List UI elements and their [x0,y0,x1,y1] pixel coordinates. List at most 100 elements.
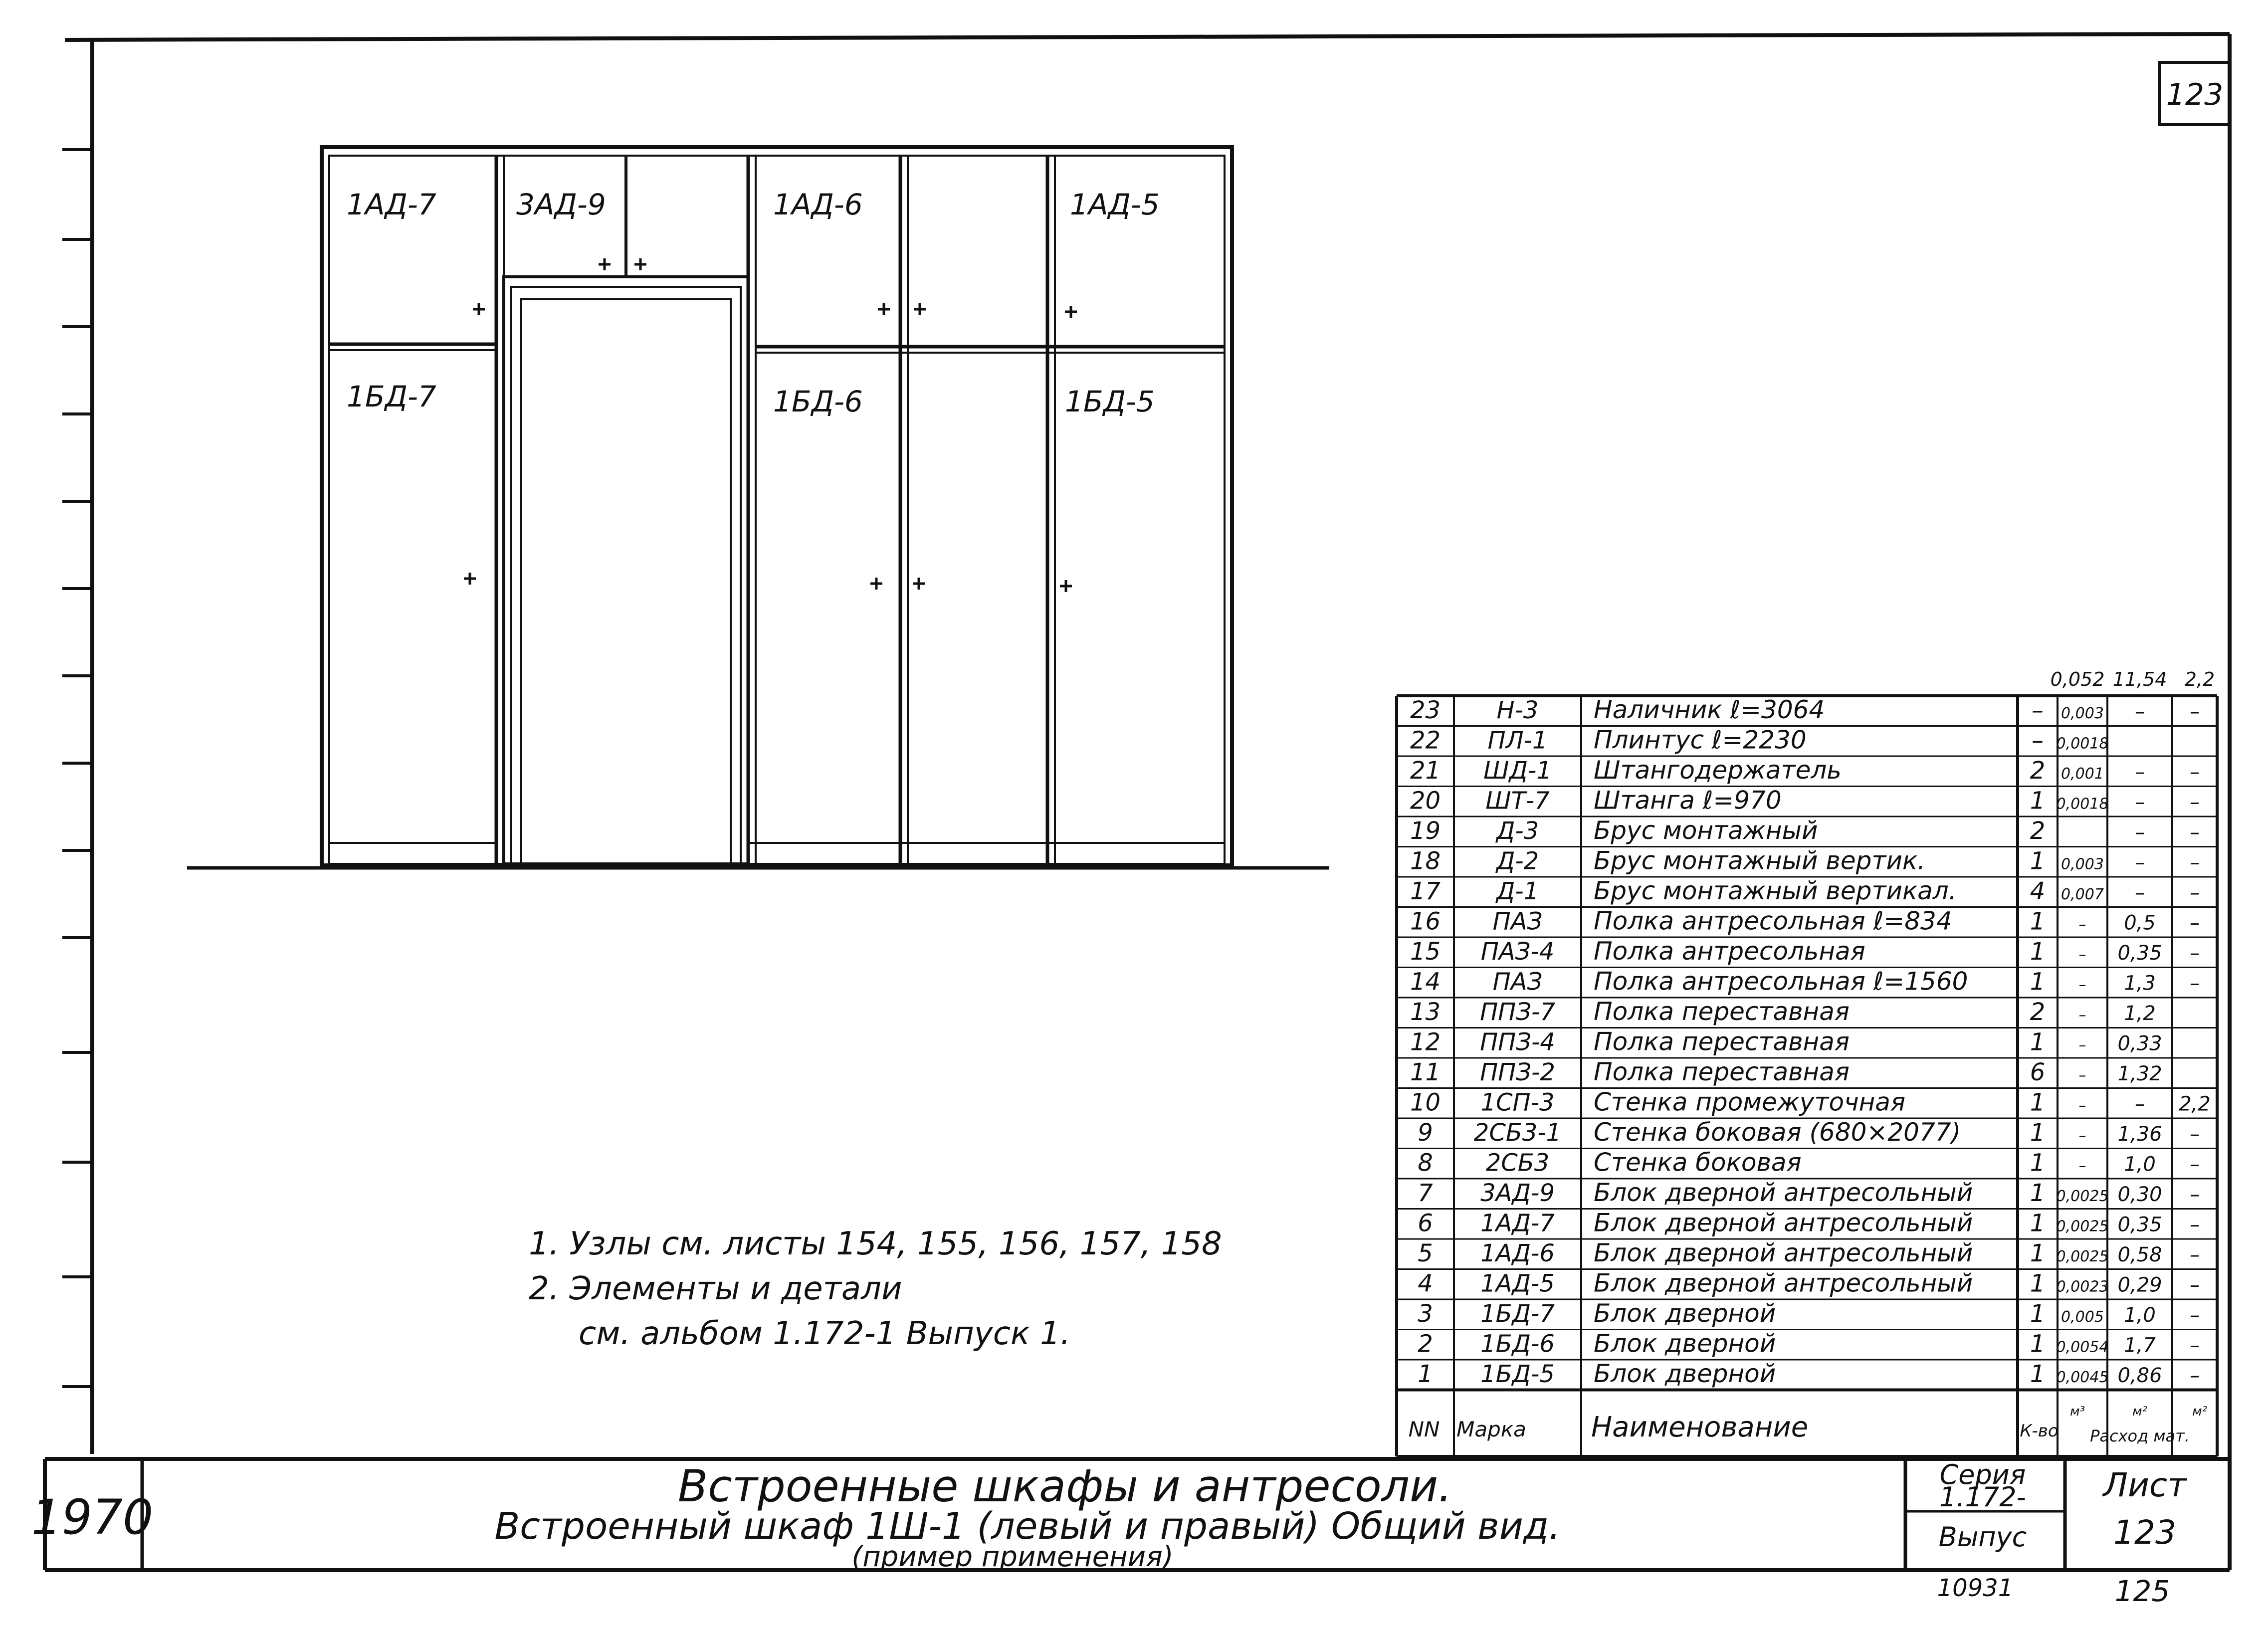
plinth-left [328,842,497,865]
spec-cell-nn: 16 [1410,907,1441,935]
spec-header: NN Марка Наименование К-во м³ м² м² Расх… [1409,1404,2207,1445]
spec-cell-c2: 0,58 [2117,1243,2162,1266]
spec-cell-c2: 0,5 [2124,911,2156,934]
spec-cell-mark: 1АД-7 [1480,1209,1555,1237]
spec-cell-qty: 1 [2030,907,2046,935]
handle-cross [913,578,925,590]
spec-cell-mark: Д-1 [1495,877,1539,905]
spec-cell-qty: – [2032,726,2044,754]
binding-margin-ticks [62,148,92,1388]
spec-cell-mark: ШД-1 [1483,757,1552,785]
spec-cell-c1: 0,003 [2061,855,2104,873]
spec-cell-mark: 1СП-3 [1480,1088,1554,1116]
spec-cell-c2: 0,29 [2117,1273,2162,1296]
spec-cell-qty: 1 [2030,1209,2046,1237]
wardrobe-elevation [187,145,1329,870]
header-unit-3: м² [2192,1404,2207,1419]
spec-cell-name: Полка переставная [1594,997,1850,1026]
notes: 1. Узлы см. листы 154, 155, 156, 157, 15… [529,1226,1222,1352]
spec-cell-c2: 0,35 [2117,942,2162,965]
spec-cell-nn: 18 [1410,847,1441,875]
door-opening [520,298,732,865]
spec-cell-nn: 13 [1410,998,1441,1026]
issue-label: Выпус [1939,1521,2027,1553]
spec-cell-qty: 2 [2030,817,2046,845]
panel-labels: 1АД-7 3АД-9 1АД-6 1АД-5 1БД-7 1БД-6 1БД-… [347,188,1160,418]
spec-cell-name: Наличник ℓ=3064 [1594,695,1825,724]
spec-cell-c1: – [2079,1036,2086,1054]
spec-cell-c1: 0,0025 [2057,1248,2109,1265]
panel-label-1bd7: 1БД-7 [347,380,436,413]
series-value: 1.172- [1939,1481,2026,1513]
spec-cell-c3: – [2190,851,2200,874]
spec-cell-c3: – [2190,972,2200,995]
spec-cell-qty: 1 [2030,787,2046,815]
spec-cell-nn: 21 [1410,757,1441,785]
spec-cell-c3: – [2190,791,2200,814]
spec-cell-mark: ПАЗ [1493,907,1543,935]
spec-cell-mark: 3АД-9 [1480,1179,1555,1207]
spec-cell-nn: 3 [1418,1300,1433,1328]
title-block-text: 1970 Встроенные шкафы и антресоли. Встро… [31,1459,2188,1608]
spec-cell-nn: 22 [1410,726,1441,754]
handle-cross [1060,580,1072,592]
spec-cell-c1: – [2079,1157,2086,1175]
spec-cell-mark: ПЛ-1 [1487,726,1547,754]
handle-cross [599,258,611,270]
header-unit-2: м² [2132,1404,2147,1419]
spec-cell-name: Штанга ℓ=970 [1594,786,1782,815]
spec-table-grid [1395,694,2219,1458]
spec-cell-c1: 0,0023 [2057,1278,2109,1295]
spec-cell-mark: 1БД-6 [1480,1330,1555,1358]
spec-cell-name: Блок дверной антресольный [1594,1238,1973,1267]
spec-cell-nn: 12 [1410,1028,1441,1056]
spec-cell-c2: 1,3 [2124,972,2156,995]
spec-cell-qty: 1 [2030,1179,2046,1207]
spec-cell-name: Стенка промежуточная [1594,1087,1905,1116]
handle-cross [914,303,926,315]
note-3: см. альбом 1.172-1 Выпуск 1. [579,1315,1070,1352]
spec-cell-c3: – [2190,1304,2200,1327]
spec-cell-c2: 1,7 [2124,1334,2156,1357]
header-qty: К-во [2020,1421,2058,1441]
header-name: Наименование [1591,1411,1808,1443]
spec-cell-nn: 2 [1418,1330,1433,1358]
spec-cell-c1: 0,0054 [2057,1338,2109,1356]
spec-cell-name: Блок дверной [1594,1329,1776,1358]
spec-cell-c2: 1,32 [2117,1062,2162,1085]
spec-cell-c2: 1,36 [2117,1123,2162,1146]
spec-cell-name: Брус монтажный вертик. [1594,846,1925,875]
spec-cell-qty: – [2032,696,2044,724]
spec-cell-c3: – [2190,1153,2200,1176]
spec-cell-name: Полка антресольная ℓ=834 [1594,906,1952,935]
spec-cell-mark: Н-3 [1497,696,1539,724]
spec-cell-c1: 0,0045 [2057,1369,2109,1386]
spec-cell-name: Блок дверной [1594,1359,1776,1388]
spec-cell-qty: 1 [2030,1119,2046,1147]
plinth-right [747,842,1226,865]
spec-cell-mark: 2СБ3-1 [1474,1119,1561,1147]
spec-cell-name: Брус монтажный вертикал. [1594,876,1957,905]
spec-cell-nn: 17 [1410,877,1441,905]
spec-cell-mark: ПАЗ [1493,968,1543,996]
spec-cell-nn: 1 [1418,1360,1433,1388]
spec-cell-c1: – [2079,1097,2086,1114]
sheet-frame [45,32,2232,1572]
spec-cell-c1: – [2079,976,2086,994]
spec-cell-c3: – [2190,761,2200,784]
spec-cell-qty: 1 [2030,1269,2046,1297]
spec-cell-c1: 0,0018 [2057,735,2109,752]
spec-cell-nn: 15 [1410,938,1441,966]
spec-cell-nn: 6 [1418,1209,1433,1237]
spec-cell-mark: Д-3 [1495,817,1539,845]
spec-cell-c3: – [2190,1334,2200,1357]
spec-cell-mark: ППЗ-2 [1480,1058,1555,1086]
panel-label-1bd5: 1БД-5 [1065,385,1155,418]
spec-cell-nn: 8 [1418,1149,1433,1177]
spec-cell-nn: 20 [1410,787,1441,815]
spec-cell-c1: 0,003 [2061,705,2104,722]
spec-cell-c3: – [2190,1273,2200,1296]
spec-cell-c2: – [2135,821,2145,844]
spec-cell-qty: 1 [2030,1028,2046,1056]
